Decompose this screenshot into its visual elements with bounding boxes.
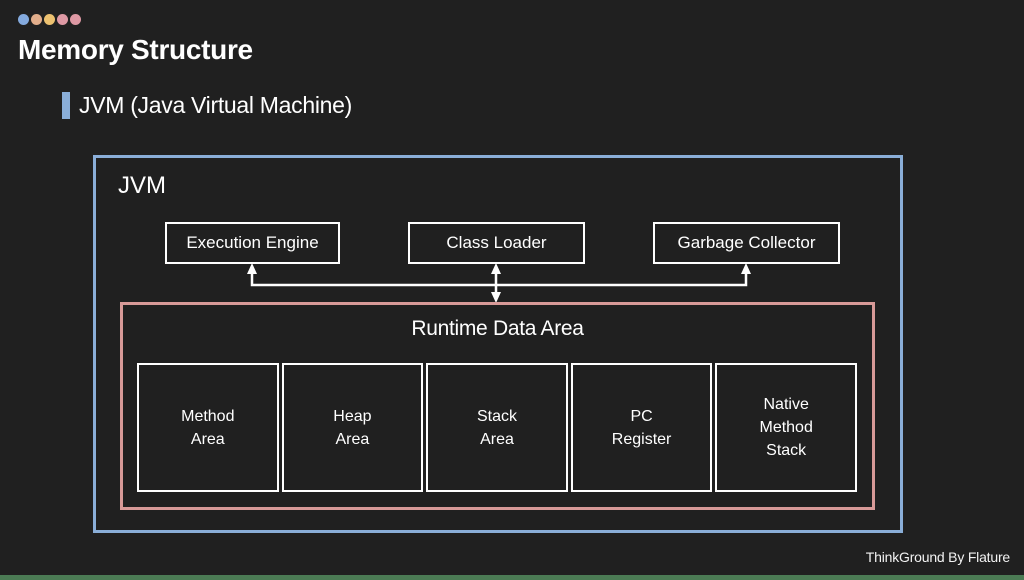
- decorative-dot: [70, 14, 81, 25]
- runtime-data-area-title: Runtime Data Area: [411, 317, 584, 340]
- arrowhead-up-class-loader: [491, 263, 501, 274]
- runtime-sections: Method Area Heap Area Stack Area PC Regi…: [137, 363, 857, 492]
- page-title: Memory Structure: [18, 34, 253, 65]
- decorative-dot: [31, 14, 42, 25]
- decorative-dot: [57, 14, 68, 25]
- subtitle: JVM (Java Virtual Machine): [62, 92, 352, 119]
- stack-area-box: Stack Area: [426, 363, 568, 492]
- decorative-dot: [18, 14, 29, 25]
- garbage-collector-label: Garbage Collector: [677, 233, 816, 252]
- jvm-container-box: JVM Execution Engine Class Loader Garbag…: [93, 155, 903, 533]
- heap-area-box: Heap Area: [281, 363, 424, 492]
- bottom-strip: [0, 575, 1024, 580]
- footer-credit: ThinkGround By Flature: [865, 549, 1010, 565]
- decorative-dot: [44, 14, 55, 25]
- jvm-label: JVM: [118, 172, 166, 199]
- arrowhead-up-execution-engine: [247, 263, 257, 274]
- execution-engine-box: Execution Engine: [165, 222, 340, 264]
- class-loader-label: Class Loader: [446, 233, 547, 252]
- connector-arrows: [247, 263, 751, 303]
- class-loader-box: Class Loader: [408, 222, 585, 264]
- native-method-stack-box: Native Method Stack: [715, 363, 857, 492]
- runtime-data-area-box: Runtime Data Area Method Area Heap Area …: [120, 302, 875, 510]
- method-area-box: Method Area: [137, 363, 279, 492]
- pc-register-box: PC Register: [570, 363, 713, 492]
- garbage-collector-box: Garbage Collector: [653, 222, 840, 264]
- execution-engine-label: Execution Engine: [186, 233, 319, 252]
- arrowhead-up-garbage-collector: [741, 263, 751, 274]
- accent-bar: [62, 92, 70, 119]
- arrowhead-down-runtime-area: [491, 292, 501, 303]
- decorative-dots: [18, 14, 81, 25]
- subtitle-text: JVM (Java Virtual Machine): [79, 92, 352, 118]
